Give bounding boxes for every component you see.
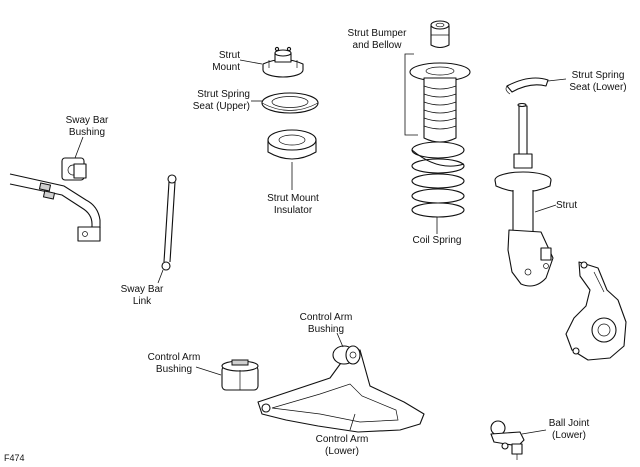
- strut-spring-seat-lower-leader: [547, 78, 567, 82]
- control-arm-bushing-upper-leader: [336, 332, 344, 348]
- label-strut: Strut: [556, 200, 578, 211]
- sway-bar-link-leader: [157, 269, 164, 284]
- strut-part: [494, 102, 554, 287]
- label-sway-bar-bushing: Sway Bar Bushing: [65, 115, 109, 138]
- sway-bar-link-part: [161, 174, 177, 271]
- sway-bar-bushing-leader: [74, 136, 84, 159]
- strut-spring-seat-lower-part: [505, 77, 549, 95]
- label-strut-spring-seat-lower: Strut Spring Seat (Lower): [569, 70, 627, 93]
- sway-bar-bushing-part: [61, 157, 87, 181]
- ball-joint-lower-leader: [521, 429, 547, 435]
- strut-leader: [534, 204, 557, 213]
- control-arm-lower-leader: [349, 413, 356, 431]
- label-strut-mount: Strut Mount: [212, 50, 240, 73]
- strut-mount-part: [262, 46, 304, 78]
- coil-spring-part: [411, 141, 465, 218]
- label-ball-joint-lower: Ball Joint (Lower): [548, 418, 590, 441]
- sway-bar-part: [9, 173, 101, 242]
- control-arm-bushing-left-part: [221, 359, 259, 391]
- bellow-part: [409, 62, 471, 143]
- label-strut-mount-insulator: Strut Mount Insulator: [267, 193, 319, 216]
- figure-code: F474: [4, 453, 25, 463]
- control-arm-bushing-left-leader: [195, 366, 222, 376]
- strut-spring-seat-upper-part: [261, 92, 319, 114]
- label-sway-bar-link: Sway Bar Link: [120, 284, 164, 307]
- label-control-arm-lower: Control Arm (Lower): [315, 434, 369, 457]
- label-control-arm-bushing-upper: Control Arm Bushing: [299, 312, 353, 335]
- strut-mount-leader: [239, 59, 263, 65]
- control-arm-lower-part: [257, 345, 425, 433]
- strut-mount-insulator-part: [267, 129, 317, 160]
- label-strut-spring-seat-upper: Strut Spring Seat (Upper): [192, 89, 250, 112]
- strut-bumper-part: [430, 20, 450, 49]
- strut-bumper-bracket: [404, 53, 418, 136]
- label-strut-bumper-bellow: Strut Bumper and Bellow: [347, 28, 407, 51]
- steering-knuckle-part: [565, 261, 627, 361]
- label-control-arm-bushing-left: Control Arm Bushing: [147, 352, 201, 375]
- label-coil-spring: Coil Spring: [412, 235, 462, 246]
- ball-joint-lower-part: [490, 420, 525, 460]
